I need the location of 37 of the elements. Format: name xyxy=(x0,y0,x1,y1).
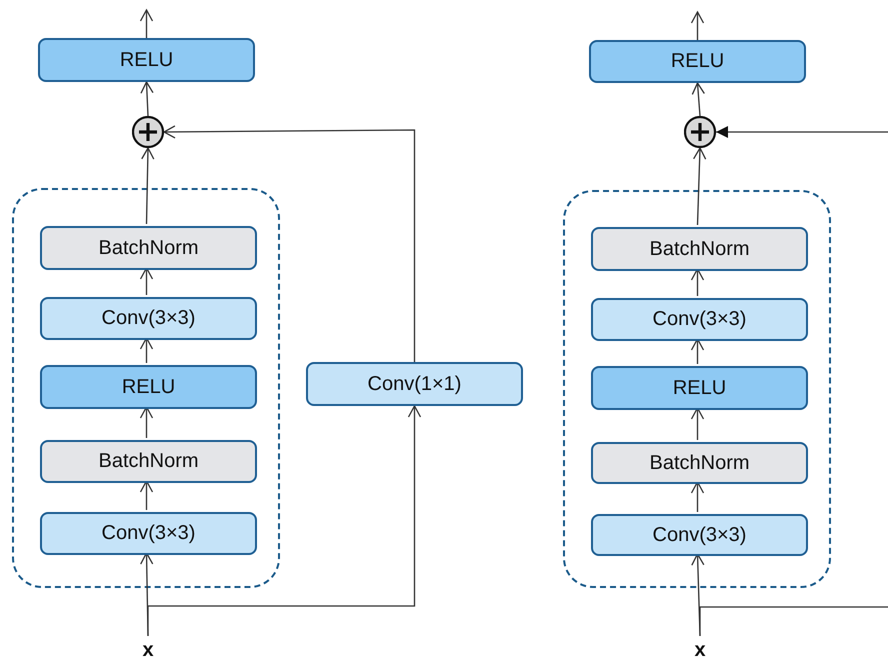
residual-block-group xyxy=(563,190,831,588)
addition-node xyxy=(132,116,164,148)
batchnorm-box: BatchNorm xyxy=(591,227,808,271)
batchnorm-box: BatchNorm xyxy=(40,226,257,270)
arrow xyxy=(140,9,154,38)
arrow xyxy=(690,338,704,364)
conv-layer-box: Conv(3×3) xyxy=(40,512,257,555)
relu-box: RELU xyxy=(589,40,806,83)
arrow xyxy=(692,82,705,116)
arrow xyxy=(140,267,154,295)
batchnorm-box: BatchNorm xyxy=(40,440,257,483)
arrow xyxy=(140,337,154,363)
residual-block-group xyxy=(12,188,280,588)
batchnorm-box: BatchNorm xyxy=(591,442,808,484)
arrow xyxy=(693,147,706,226)
arrow xyxy=(690,268,704,296)
relu-box: RELU xyxy=(40,365,257,409)
conv-layer-box: Conv(3×3) xyxy=(591,298,808,341)
arrow xyxy=(147,405,422,636)
addition-node xyxy=(684,116,716,148)
connector-line xyxy=(699,606,888,636)
arrow xyxy=(690,407,704,440)
arrow xyxy=(690,11,704,40)
conv-layer-box: Conv(3×3) xyxy=(40,297,257,340)
input-label: x xyxy=(688,636,712,664)
conv-layer-box: Conv(1×1) xyxy=(306,362,523,406)
arrow xyxy=(140,81,154,116)
arrow xyxy=(690,481,704,512)
arrow xyxy=(140,480,154,510)
input-label: x xyxy=(136,636,160,664)
arrow xyxy=(716,126,888,138)
relu-box: RELU xyxy=(38,38,255,82)
arrow xyxy=(163,125,416,362)
arrow xyxy=(140,406,154,438)
conv-layer-box: Conv(3×3) xyxy=(591,514,808,556)
arrow xyxy=(141,147,154,224)
relu-box: RELU xyxy=(591,366,808,410)
